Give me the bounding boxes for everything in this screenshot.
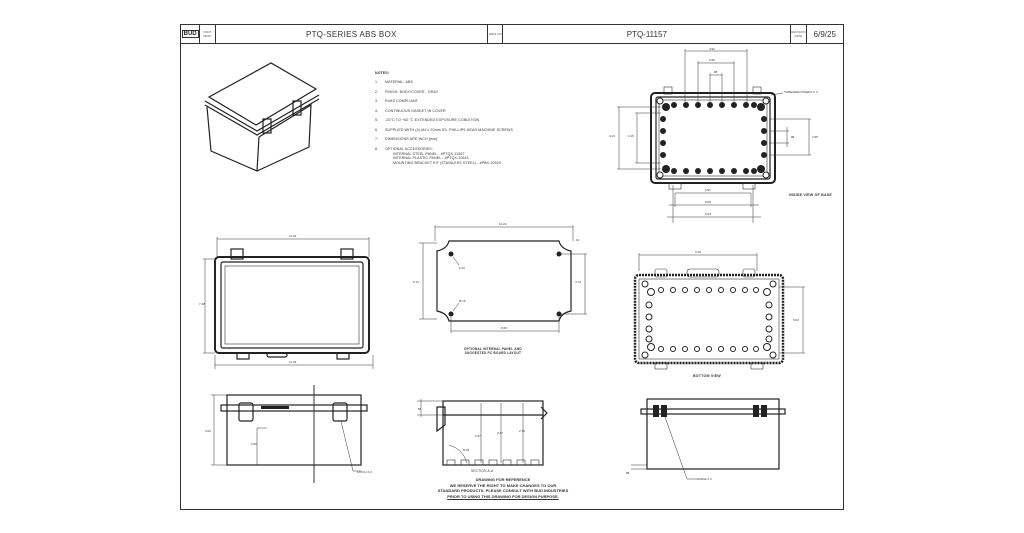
- svg-text:4.92: 4.92: [709, 47, 715, 51]
- notes-title: NOTES:: [375, 71, 390, 75]
- part-desc-label: PART DESC: [200, 25, 216, 43]
- note-item: 7.DIMENSIONS ARE INCH [mm]: [375, 137, 438, 142]
- svg-text:Ø.16: Ø.16: [459, 299, 466, 303]
- side-view: HINGE X 2 .08: [625, 398, 786, 481]
- svg-text:8.66: 8.66: [501, 326, 507, 330]
- svg-text:5.63: 5.63: [793, 318, 799, 322]
- svg-text:6.14: 6.14: [413, 280, 419, 284]
- svg-text:2.09: 2.09: [251, 442, 257, 446]
- title-block: BUD PART DESC PTQ-SERIES ABS BOX PART NO…: [181, 25, 843, 44]
- accessory-item: INTERNAL STEEL PANEL - #PTQX-11067: [393, 152, 465, 157]
- svg-text:2.95: 2.95: [812, 135, 818, 139]
- svg-text:6.93: 6.93: [705, 212, 711, 216]
- inside-base-label: INSIDE VIEW OF BASE: [789, 193, 832, 197]
- svg-text:7.48: 7.48: [199, 302, 205, 306]
- part-number: PTQ-11157: [503, 25, 792, 43]
- svg-text:R.87: R.87: [463, 448, 470, 452]
- svg-text:.98: .98: [713, 70, 718, 74]
- note-item: 1.MATERIAL: ABS: [375, 80, 413, 85]
- svg-text:2.37: 2.37: [475, 434, 481, 438]
- section-view: .56 2.37 2.47 2.76 R.87: [417, 399, 548, 466]
- disclaimer: DRAWING FOR REFERENCE WE RESERVE THE RIG…: [437, 477, 569, 499]
- revision-date: 6/9/25: [813, 29, 836, 39]
- svg-text:.98: .98: [790, 135, 795, 139]
- note-item: 6.SUPPLIED WITH (4) M4 x 20mm SS. PHILLI…: [375, 127, 514, 132]
- part-description: PTQ-SERIES ABS BOX: [216, 25, 489, 43]
- note-item: 4.CONTINUOUS GASKET IN COVER: [375, 108, 446, 113]
- svg-text:0.24: 0.24: [459, 266, 465, 270]
- svg-text:.56: .56: [417, 407, 422, 411]
- svg-text:11.02: 11.02: [289, 234, 297, 238]
- svg-text:2.47: 2.47: [497, 431, 503, 435]
- drawing-sheet: BUD PART DESC PTQ-SERIES ABS BOX PART NO…: [180, 24, 844, 510]
- note-item: 5.-20°C TO +60 °C EXTENDED EXPOSURE COND…: [375, 118, 480, 123]
- svg-text:2.76: 2.76: [519, 429, 525, 433]
- svg-text:3.15: 3.15: [628, 134, 634, 138]
- part-no-label: PART NO: [488, 25, 504, 43]
- section-label: SECTION A-A: [471, 469, 494, 473]
- svg-text:6.69: 6.69: [705, 200, 711, 204]
- svg-text:2.95: 2.95: [709, 58, 715, 62]
- note-item: 2.FINISH: BODY/COVER - GRAY: [375, 89, 439, 94]
- accessory-item: INTERNAL PLASTIC PANEL - #PTQX-10614: [393, 156, 469, 161]
- front-view: 3.03 2.09 LATCH X 2: [205, 385, 372, 483]
- accessory-item: MOUNTING BRACKET KIT (STAINLESS STEEL) -…: [393, 160, 501, 165]
- inside-base-view: 4.92 2.95 .98 4.13 3.15 .98 2.95 5.91 6.69 6.9…: [609, 47, 818, 223]
- internal-panel-label: OPTIONAL INTERNAL PANEL AND SUGGESTED PC…: [464, 347, 522, 355]
- svg-text:LATCH X 2: LATCH X 2: [357, 470, 372, 474]
- note-item: 8.OPTIONAL ACCESSORIES:: [375, 146, 433, 151]
- bottom-view: 9.49 5.63: [633, 250, 805, 370]
- svg-text:9.49: 9.49: [695, 250, 701, 254]
- revision-date-label: REVISION DATE: [791, 25, 807, 43]
- internal-panel-view: 10.24 6.14 4.72 8.66 0.24 Ø.16 .31: [413, 222, 587, 333]
- svg-text:3.03: 3.03: [205, 429, 211, 433]
- svg-text:.08: .08: [625, 471, 630, 475]
- svg-text:5.91: 5.91: [705, 188, 711, 192]
- svg-text:.31: .31: [575, 238, 580, 242]
- top-view: 11.02 7.48 11.26: [199, 234, 374, 369]
- svg-text:10.24: 10.24: [499, 222, 507, 226]
- svg-text:THREADED INSERT X 4: THREADED INSERT X 4: [784, 90, 818, 94]
- notes-block: NOTES: 1.MATERIAL: ABS 2.FINISH: BODY/CO…: [375, 71, 585, 165]
- svg-text:4.72: 4.72: [575, 280, 581, 284]
- company-logo: BUD: [181, 25, 201, 43]
- isometric-view: [204, 62, 320, 172]
- note-item: 3.RoHS COMPLIANT: [375, 99, 418, 104]
- bottom-view-label: BOTTOM VIEW: [693, 374, 721, 378]
- svg-text:11.26: 11.26: [289, 360, 297, 364]
- svg-text:4.13: 4.13: [609, 134, 615, 138]
- svg-text:HINGE X 2: HINGE X 2: [697, 477, 712, 481]
